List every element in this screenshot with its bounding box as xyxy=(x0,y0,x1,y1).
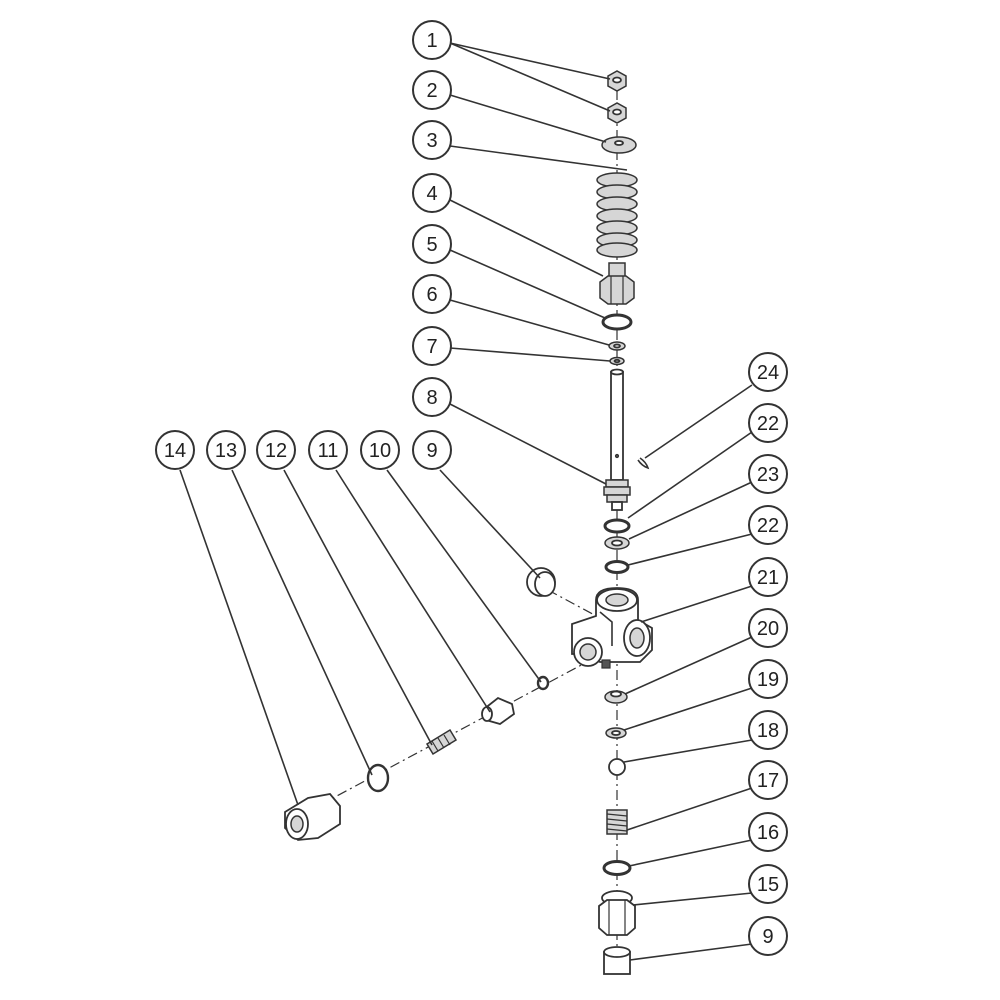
callout-9-right-label: 9 xyxy=(762,926,773,948)
part-21-valve-body xyxy=(571,587,653,669)
callout-16-label: 16 xyxy=(757,822,779,844)
callout-18: 18 xyxy=(748,710,788,750)
callout-9-left-label: 9 xyxy=(426,440,437,462)
callout-12: 12 xyxy=(256,430,296,470)
callout-23-label: 23 xyxy=(757,464,779,486)
callout-15-label: 15 xyxy=(757,874,779,896)
part-1-nut-top xyxy=(607,70,627,92)
callout-10: 10 xyxy=(360,430,400,470)
callout-19-label: 19 xyxy=(757,669,779,691)
callout-24-label: 24 xyxy=(757,362,779,384)
callout-14-label: 14 xyxy=(164,440,186,462)
callout-2-label: 2 xyxy=(426,80,437,102)
callout-8: 8 xyxy=(412,377,452,417)
callout-16: 16 xyxy=(748,812,788,852)
callout-21: 21 xyxy=(748,557,788,597)
part-8-piston-stem xyxy=(603,368,631,511)
callout-18-label: 18 xyxy=(757,720,779,742)
callout-22-lower: 22 xyxy=(748,505,788,545)
callout-11-label: 11 xyxy=(318,440,339,462)
callout-1-label: 1 xyxy=(426,30,437,52)
callout-22-upper: 22 xyxy=(748,403,788,443)
part-18-ball xyxy=(608,758,626,776)
callout-13-label: 13 xyxy=(215,440,237,462)
callout-15: 15 xyxy=(748,864,788,904)
part-14-fitting xyxy=(284,793,341,841)
part-6-washer xyxy=(608,341,626,351)
part-4-adjuster-nut xyxy=(599,262,635,305)
callout-12-label: 12 xyxy=(265,440,287,462)
part-7-washer xyxy=(609,356,625,366)
part-16-o-ring xyxy=(602,860,632,876)
callout-21-label: 21 xyxy=(757,567,779,589)
part-20-seat xyxy=(604,690,628,704)
part-24-pin xyxy=(637,457,650,470)
callout-14: 14 xyxy=(155,430,195,470)
part-22-o-ring-lower xyxy=(604,560,630,574)
part-17-spring xyxy=(606,809,628,835)
callout-4-label: 4 xyxy=(426,183,437,205)
callout-22-lower-label: 22 xyxy=(757,515,779,537)
callout-22-upper-label: 22 xyxy=(757,413,779,435)
part-2-washer xyxy=(601,136,637,154)
callout-1: 1 xyxy=(412,20,452,60)
callout-19: 19 xyxy=(748,659,788,699)
part-19-washer xyxy=(605,727,627,739)
part-9-sleeve-bottom xyxy=(603,946,631,975)
callout-3-label: 3 xyxy=(426,130,437,152)
part-9-sleeve-left xyxy=(526,567,556,597)
part-1-nut-bottom xyxy=(607,102,627,124)
callout-20-label: 20 xyxy=(757,618,779,640)
callout-6-label: 6 xyxy=(426,284,437,306)
callout-9-left: 9 xyxy=(412,430,452,470)
callout-13: 13 xyxy=(206,430,246,470)
callout-4: 4 xyxy=(412,173,452,213)
callout-11: 11 xyxy=(308,430,348,470)
callout-9-right: 9 xyxy=(748,916,788,956)
callout-10-label: 10 xyxy=(369,440,391,462)
callout-7-label: 7 xyxy=(426,336,437,358)
callout-8-label: 8 xyxy=(426,387,437,409)
part-11-poppet xyxy=(481,696,515,725)
callout-5-label: 5 xyxy=(426,234,437,256)
part-5-o-ring xyxy=(601,313,633,331)
callout-7: 7 xyxy=(412,326,452,366)
callout-20: 20 xyxy=(748,608,788,648)
part-12-spring xyxy=(425,728,458,756)
part-23-backup-ring xyxy=(604,536,630,550)
callout-17-label: 17 xyxy=(757,770,779,792)
callout-3: 3 xyxy=(412,120,452,160)
part-15-fitting xyxy=(598,890,636,936)
assembly-axes xyxy=(319,90,618,960)
callout-24: 24 xyxy=(748,352,788,392)
part-3-spring xyxy=(596,172,638,258)
leader-lines xyxy=(179,42,753,961)
callout-5: 5 xyxy=(412,224,452,264)
callout-6: 6 xyxy=(412,274,452,314)
callout-17: 17 xyxy=(748,760,788,800)
callout-2: 2 xyxy=(412,70,452,110)
part-13-o-ring xyxy=(366,763,390,793)
callout-23: 23 xyxy=(748,454,788,494)
part-22-o-ring-upper xyxy=(603,518,631,534)
